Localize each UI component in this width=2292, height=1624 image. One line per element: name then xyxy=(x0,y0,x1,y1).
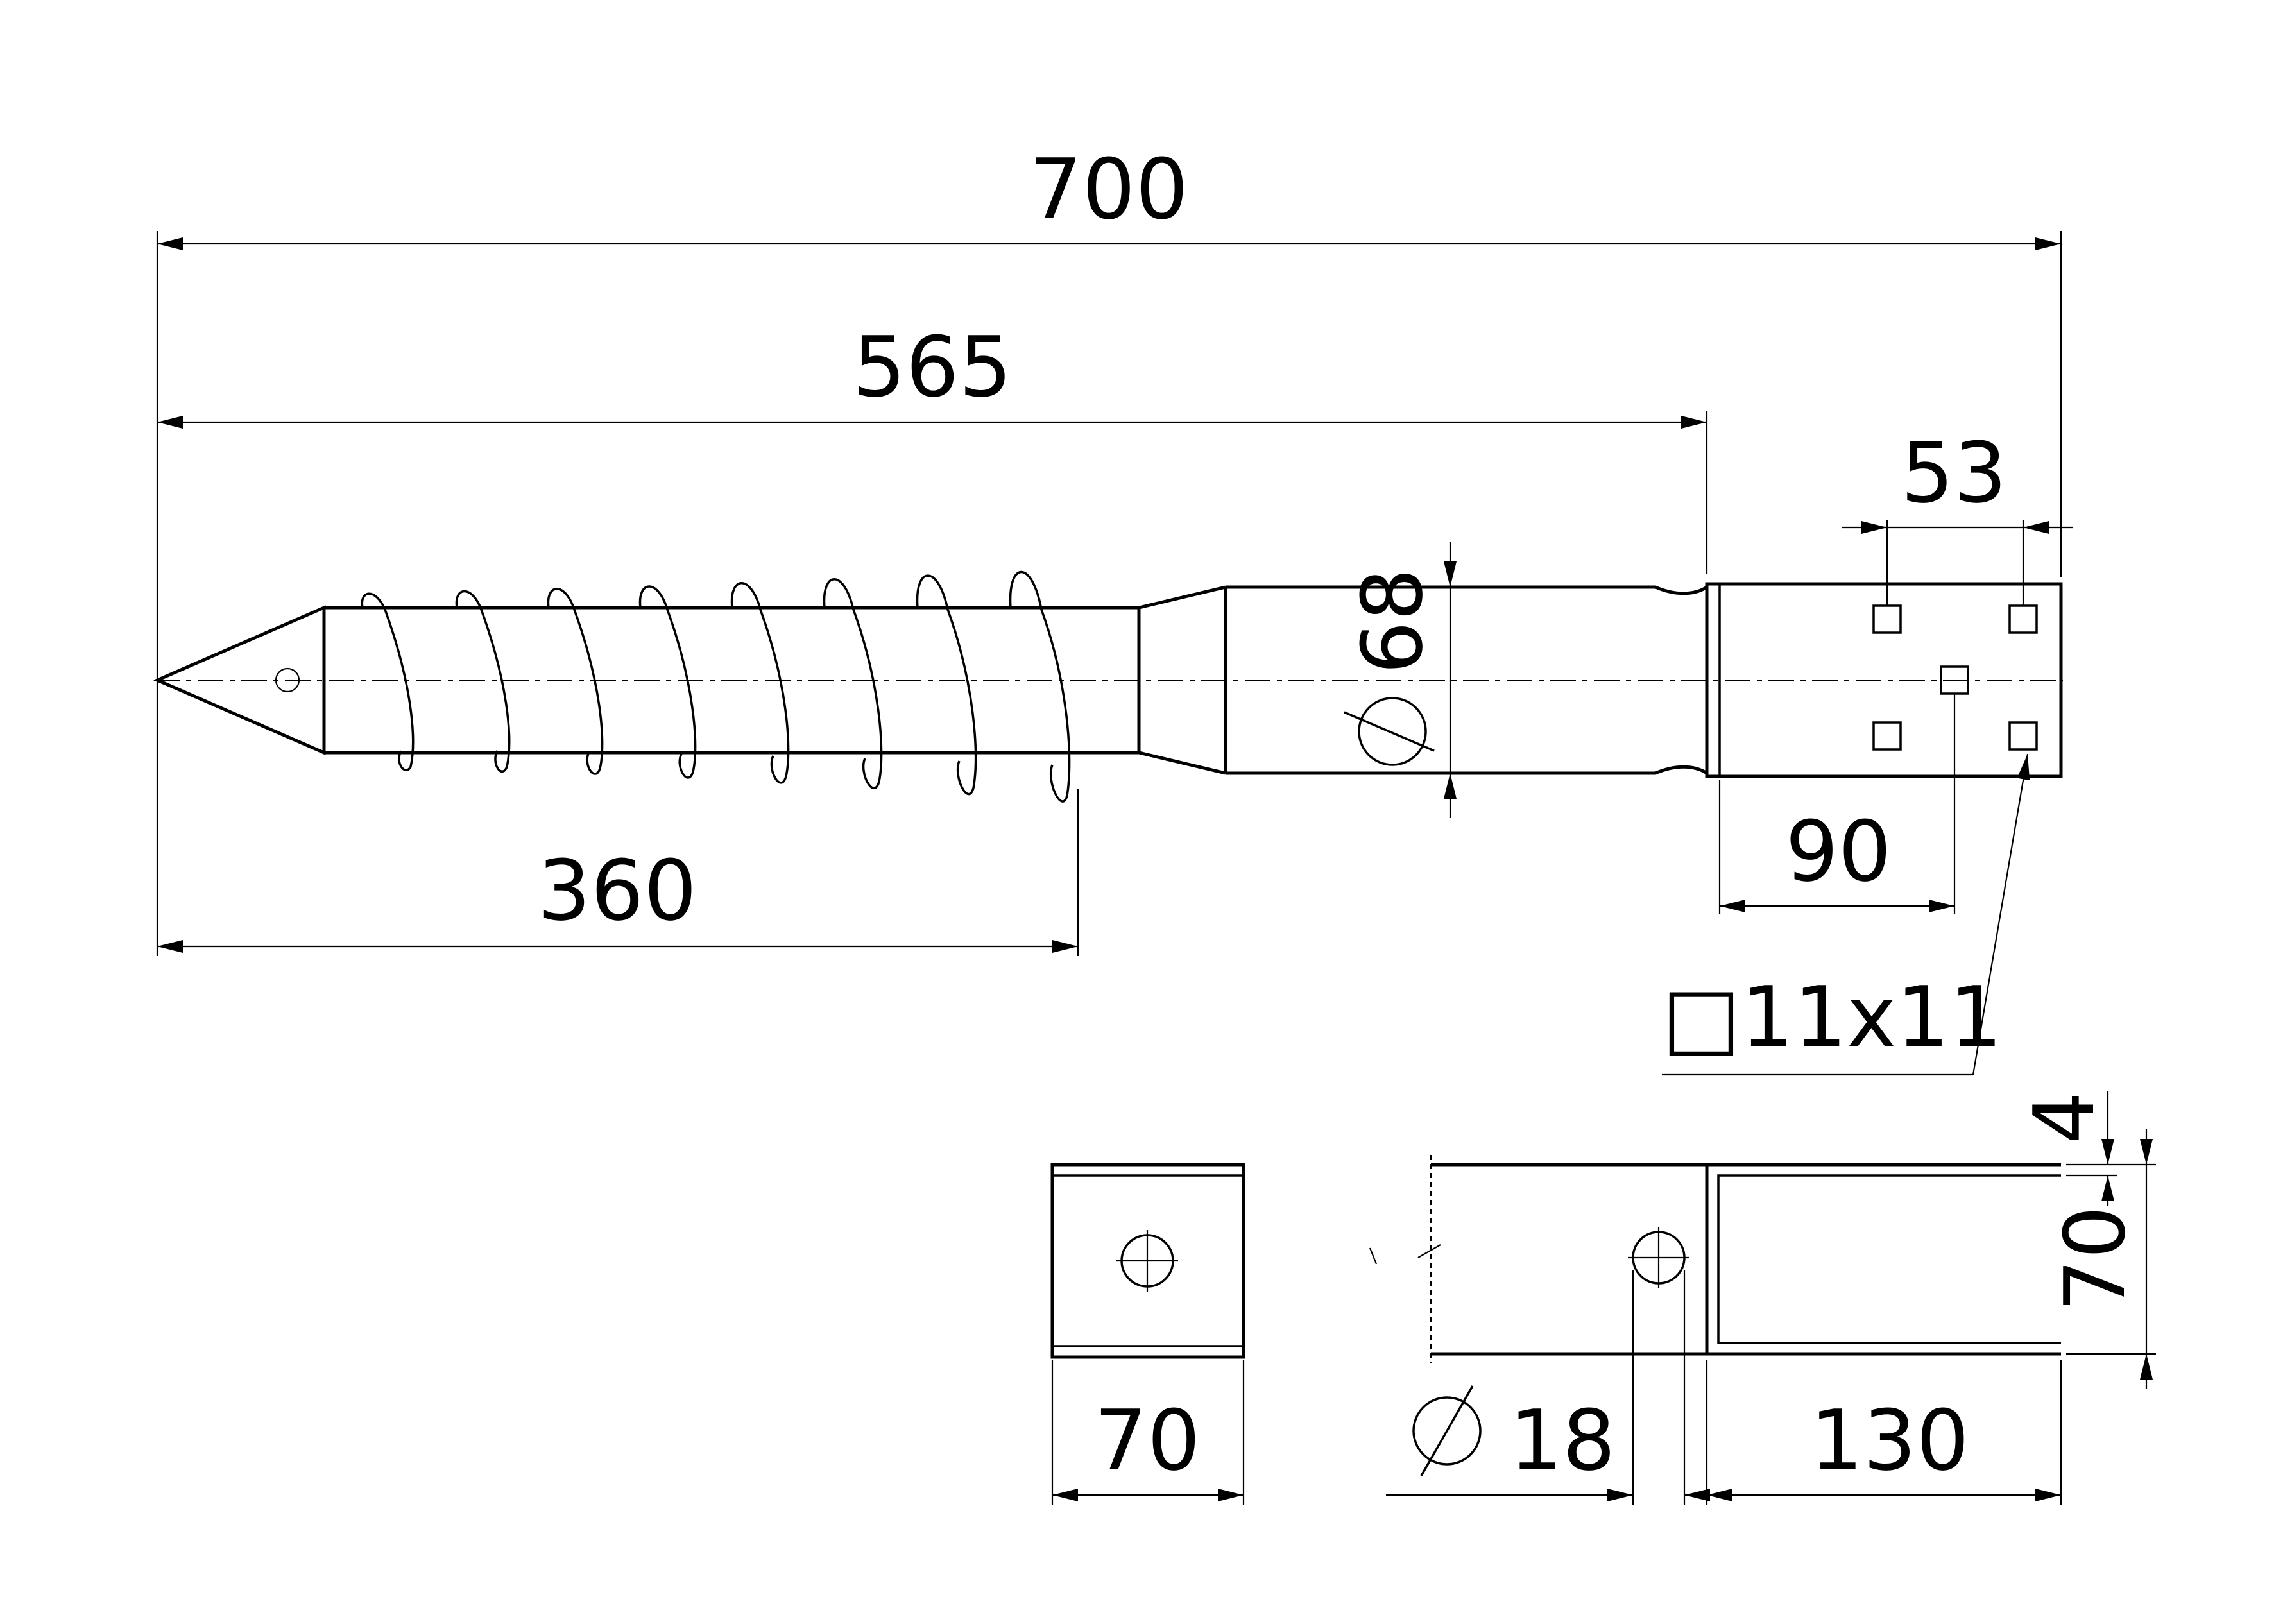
taper-section xyxy=(1137,585,1226,775)
tip-pin-hole xyxy=(275,667,300,693)
diameter-symbol xyxy=(1412,1396,1482,1466)
dim-thread-length: 360 xyxy=(538,842,697,939)
square-hole xyxy=(1872,604,1902,634)
dim-hole-offset: 90 xyxy=(1785,803,1891,900)
square-hole xyxy=(1872,721,1902,751)
dim-sleeve-width-side: 70 xyxy=(1094,1392,1200,1489)
dim-hole-spacing: 53 xyxy=(1901,424,2006,522)
dimension-lines xyxy=(156,231,2073,1076)
dim-sleeve-length: 130 xyxy=(1810,1392,1969,1489)
tube xyxy=(1224,585,1708,775)
dim-bolt-hole: 18 xyxy=(1509,1392,1615,1489)
sleeve-section-view xyxy=(1369,1091,2156,1505)
sleeve xyxy=(1705,582,2063,778)
screw-side-view xyxy=(153,570,2063,803)
square-hole xyxy=(2008,721,2038,751)
dimension-labels: 700 565 360 68 53 90 □11x11 70 18 130 70… xyxy=(538,141,2144,1489)
thread-helix xyxy=(361,570,1071,803)
dim-overall-length: 700 xyxy=(1029,141,1188,238)
dim-square-hole: □11x11 xyxy=(1662,968,2003,1066)
diameter-symbol xyxy=(1358,697,1427,766)
screw-tip xyxy=(153,605,326,755)
square-hole xyxy=(2008,604,2038,634)
sleeve-end-view xyxy=(1050,1163,1245,1505)
dim-tube-diameter: 68 xyxy=(1344,568,1441,674)
dim-screw-to-sleeve: 565 xyxy=(853,318,1012,416)
dim-sleeve-width: 70 xyxy=(2046,1206,2144,1312)
dim-wall-thickness: 4 xyxy=(2015,1091,2113,1145)
